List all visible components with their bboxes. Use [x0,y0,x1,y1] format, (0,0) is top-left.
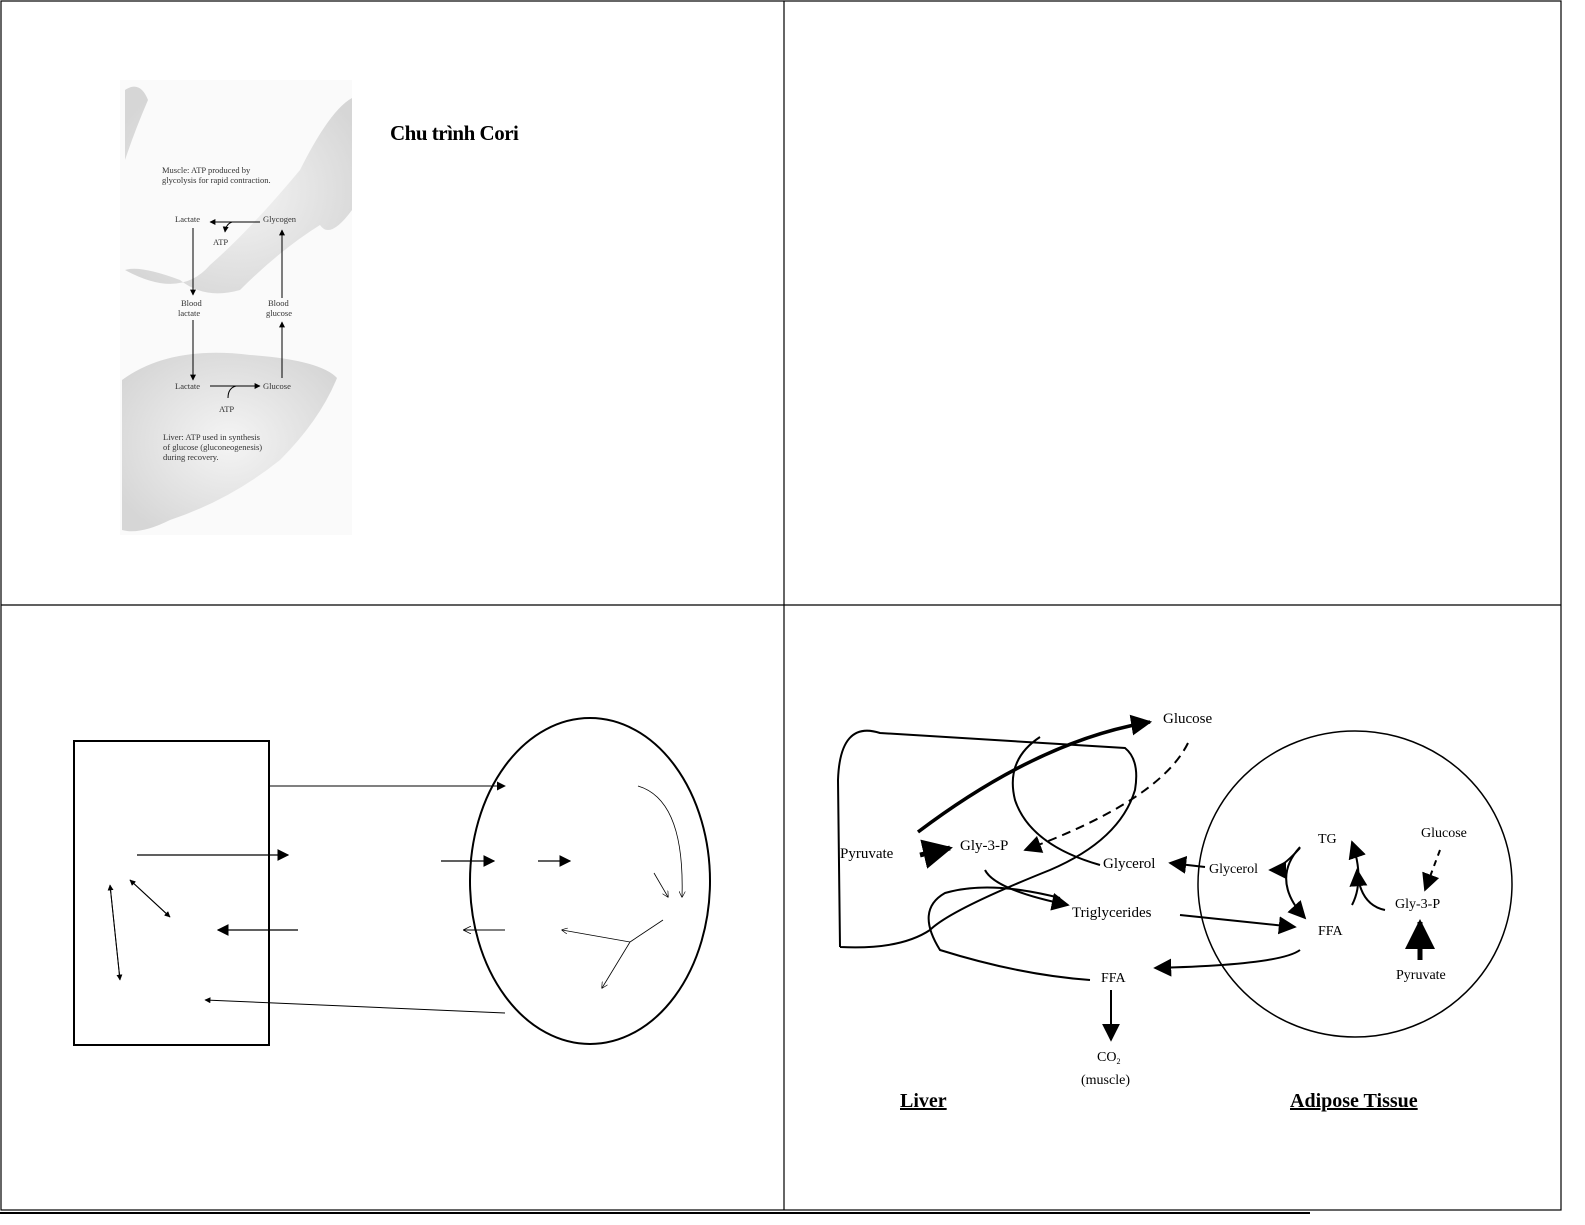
adipose-tissue-title: Adipose Tissue [1290,1090,1418,1112]
lactate-label: Lactate [175,381,200,391]
atp-label: ATP [219,404,234,414]
ffa-label: FFA [1318,924,1344,939]
slide-grid [0,0,1562,1214]
glucose-label: Glucose [1421,826,1467,841]
liver-caption: of glucose (gluconeogenesis) [163,442,262,452]
blood-glucose-label: glucose [266,308,292,318]
liver-outline [836,729,1138,949]
adipose-circle [1197,730,1513,1038]
muscle-caption: glycolysis for rapid contraction. [162,175,271,185]
co2-label: CO2 [1097,1050,1120,1066]
slide-4-liver-adipose-diagram: Glucose Pyruvate Gly-3-P Glycerol Glycer… [836,711,1513,1112]
gly-3-p-label: Gly-3-P [960,838,1008,854]
cori-cycle-figure: Muscle: ATP produced by glycolysis for r… [120,80,352,535]
blood-lactate-label: Blood [181,298,203,308]
glycerol-label: Glycerol [1103,856,1155,872]
gly-3-p-label: Gly-3-P [1395,897,1440,912]
muscle-label: (muscle) [1081,1073,1130,1088]
liver-title: Liver [900,1090,947,1112]
slide-title: Chu trình Cori [390,121,519,145]
glycerol-label: Glycerol [1209,862,1258,877]
muscle-caption: Muscle: ATP produced by [162,165,251,175]
blood-glucose-label: Blood [268,298,290,308]
liver-caption: Liver: ATP used in synthesis [163,432,260,442]
cori-arrows [190,219,285,399]
triglycerides-label: Triglycerides [1072,905,1152,921]
glucose-label: Glucose [263,381,291,391]
tg-label: TG [1318,832,1337,847]
slide-1-cori-cycle: Muscle: ATP produced by glycolysis for r… [120,80,520,535]
compartment-box [73,740,270,1046]
liver-illustration [122,352,337,532]
slide-3-diagram [73,717,711,1046]
lactate-label: Lactate [175,214,200,224]
arm-illustration [125,86,352,294]
pyruvate-label: Pyruvate [1396,968,1446,983]
blood-lactate-label: lactate [178,308,200,318]
atp-label: ATP [213,237,228,247]
glucose-label: Glucose [1163,711,1212,727]
cell-ellipse [469,717,711,1045]
glycogen-label: Glycogen [263,214,297,224]
pyruvate-label: Pyruvate [840,846,894,862]
liver-caption: during recovery. [163,452,219,462]
ffa-label: FFA [1101,971,1127,986]
